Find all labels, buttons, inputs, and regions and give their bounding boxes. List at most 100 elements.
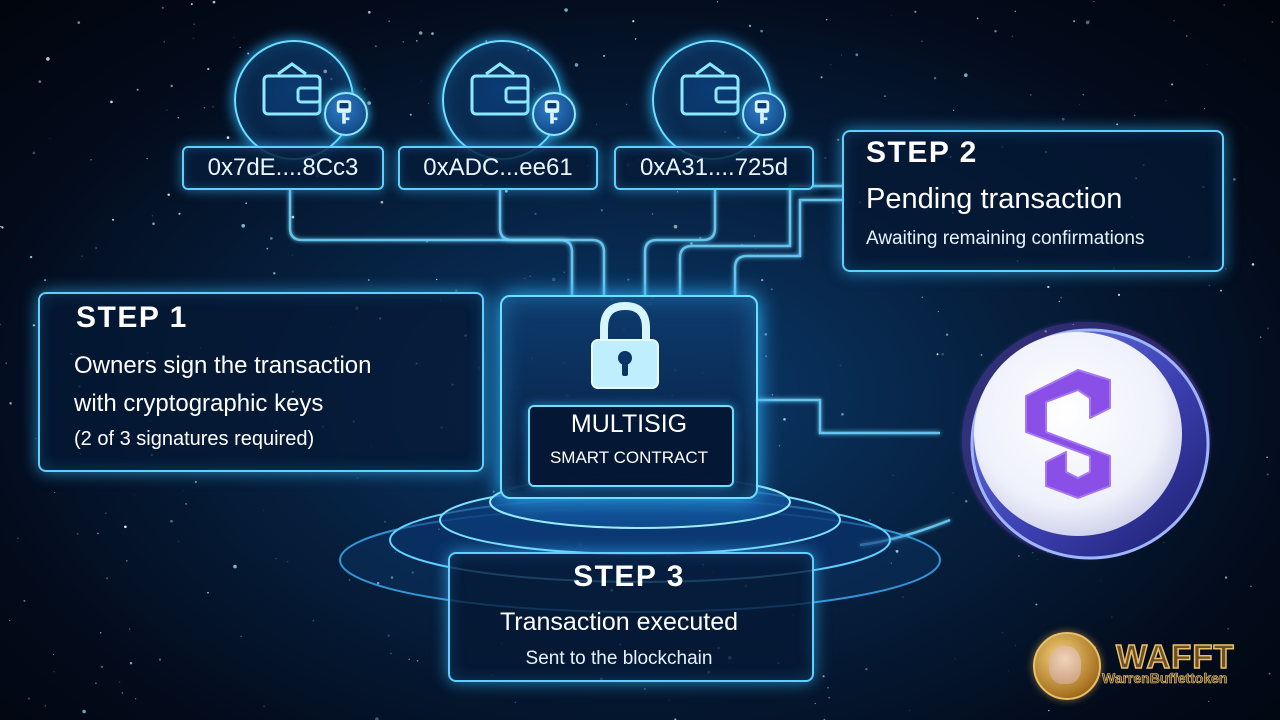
polygon-logo-icon: [962, 322, 1210, 560]
step-1-line-3: (2 of 3 signatures required): [74, 428, 315, 450]
star: [1085, 20, 1090, 25]
step-1-title: STEP 1: [76, 301, 188, 334]
star: [1247, 127, 1248, 129]
star: [1266, 473, 1269, 476]
star: [312, 620, 314, 622]
wallet-address-2: 0xADC...ee61: [398, 146, 598, 190]
star: [431, 32, 434, 35]
star: [822, 675, 825, 678]
star: [564, 8, 568, 12]
star: [226, 136, 230, 139]
star: [761, 279, 764, 282]
star: [121, 691, 124, 694]
star: [1259, 336, 1262, 338]
star: [765, 355, 767, 357]
star: [420, 80, 422, 82]
star: [32, 151, 36, 155]
star: [673, 224, 678, 229]
star: [455, 289, 458, 292]
star: [158, 658, 162, 661]
star: [1271, 21, 1274, 23]
star: [394, 552, 396, 554]
star: [136, 88, 139, 91]
star: [1031, 551, 1034, 554]
star: [828, 697, 830, 699]
star: [984, 523, 986, 525]
star: [207, 591, 209, 594]
step-1-panel: [38, 292, 484, 472]
star: [35, 437, 37, 440]
star: [90, 158, 92, 161]
star: [111, 218, 115, 221]
star: [1011, 35, 1013, 37]
star: [574, 63, 579, 67]
star: [1088, 20, 1091, 22]
owner-wallet-1[interactable]: [230, 40, 368, 160]
star: [212, 0, 216, 4]
star: [408, 658, 410, 661]
star: [1223, 4, 1226, 6]
star: [1035, 603, 1038, 606]
star: [367, 10, 371, 14]
star: [699, 236, 702, 240]
star: [820, 76, 823, 79]
wallet-address-1: 0x7dE....8Cc3: [182, 146, 384, 190]
star: [976, 17, 979, 20]
star: [233, 564, 237, 569]
star: [128, 628, 131, 630]
star: [119, 681, 121, 683]
star: [146, 158, 148, 160]
star: [207, 67, 210, 71]
star: [210, 0, 212, 2]
star: [170, 84, 173, 88]
star: [632, 20, 635, 23]
star: [840, 54, 843, 56]
star: [99, 632, 102, 634]
star: [669, 699, 671, 701]
star: [760, 29, 763, 33]
brand-name: WAFFT: [1115, 637, 1235, 676]
owner-wallet-3[interactable]: [648, 40, 786, 160]
contract-title: MULTISIG: [570, 410, 688, 438]
star: [1220, 289, 1222, 292]
owner-wallet-2[interactable]: [438, 40, 576, 160]
star: [952, 492, 954, 494]
star: [1002, 632, 1003, 633]
star: [1224, 576, 1228, 579]
star: [504, 189, 508, 193]
star: [240, 635, 242, 637]
star: [1206, 63, 1208, 65]
star: [192, 37, 194, 39]
star: [626, 103, 628, 105]
star: [603, 54, 606, 57]
star: [754, 235, 755, 237]
star: [53, 654, 54, 656]
star: [270, 237, 273, 240]
star: [152, 222, 155, 225]
star: [1163, 541, 1165, 543]
star: [291, 215, 295, 219]
star: [524, 278, 526, 279]
star: [339, 51, 341, 53]
star: [892, 474, 894, 476]
wallet-icon: [470, 62, 530, 116]
star: [53, 491, 56, 494]
star: [1018, 555, 1020, 557]
star: [23, 599, 26, 602]
brand-tagline: WarrenBuffettoken: [1102, 670, 1228, 687]
star: [374, 45, 377, 48]
star: [129, 661, 133, 665]
star: [914, 10, 917, 13]
star: [1047, 285, 1050, 289]
star: [964, 73, 968, 77]
star: [884, 95, 886, 98]
step-3-panel: [448, 552, 814, 682]
step-1-line-2: with cryptographic keys: [74, 390, 324, 417]
star: [954, 658, 956, 660]
star: [1208, 700, 1210, 702]
wallet-icon: [680, 62, 740, 116]
star: [529, 275, 531, 277]
star: [178, 212, 181, 215]
star: [1036, 559, 1038, 560]
star: [110, 100, 113, 104]
